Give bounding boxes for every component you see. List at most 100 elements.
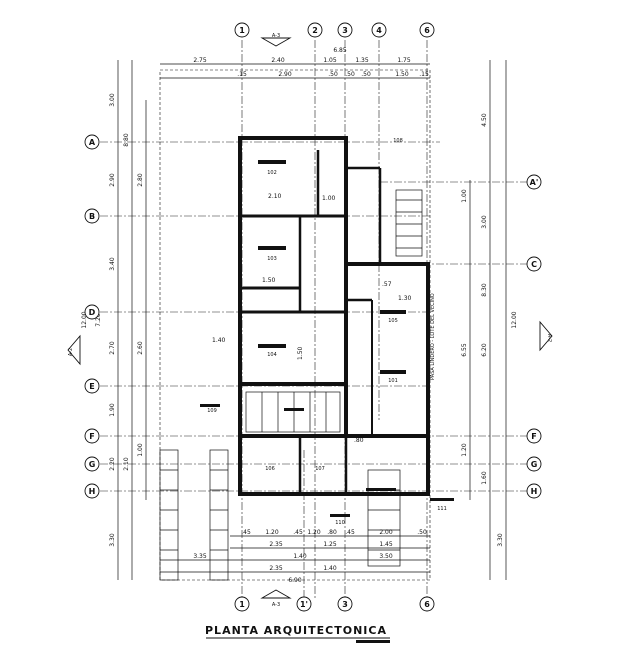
- axis-label: 6: [424, 26, 430, 35]
- svg-text:3.30: 3.30: [109, 533, 116, 547]
- axis-label: G: [531, 460, 538, 469]
- bottom-dimensions: .45 1.20 .45 1.20 .80 .45 2.00 .50 2.35 …: [160, 529, 430, 584]
- svg-text:8.30: 8.30: [481, 283, 488, 297]
- interior-dimensions: 1.50 1.30 .57 1.40 1.50 2.10 1.00 .80: [212, 193, 412, 444]
- svg-text:1.05: 1.05: [323, 57, 337, 64]
- axis-label: 6: [424, 600, 430, 609]
- axis-label: C: [531, 260, 537, 269]
- svg-text:3.50: 3.50: [379, 553, 393, 560]
- svg-text:6.90: 6.90: [288, 577, 302, 584]
- section-mark-label: A-2: [546, 334, 552, 342]
- axis-label: A: [89, 138, 96, 147]
- svg-text:.45: .45: [241, 529, 251, 536]
- top-axis-bubbles: 1 2 3 4 6: [234, 22, 435, 38]
- section-mark-label: A-3: [272, 33, 280, 39]
- svg-text:1.40: 1.40: [323, 565, 337, 572]
- svg-text:2.35: 2.35: [269, 541, 283, 548]
- room-label: 103: [267, 256, 277, 262]
- wall-note: PASA LINDERO - LOTE DEL VECINO: [430, 293, 436, 380]
- svg-text:1.00: 1.00: [461, 189, 468, 203]
- svg-text:2.90: 2.90: [278, 71, 292, 78]
- svg-text:1.00: 1.00: [137, 443, 144, 457]
- svg-text:.80: .80: [354, 437, 364, 444]
- svg-text:2.10: 2.10: [268, 193, 282, 200]
- svg-text:3.30: 3.30: [497, 533, 504, 547]
- room-label: 105: [388, 318, 398, 324]
- svg-text:1.20: 1.20: [307, 529, 321, 536]
- svg-text:1.50: 1.50: [297, 346, 304, 360]
- axis-label: A': [530, 178, 539, 187]
- section-mark-label: A-2: [68, 348, 74, 356]
- stair-hatching: [245, 189, 423, 433]
- room-label: 106: [265, 466, 275, 472]
- room-label: 110: [335, 520, 345, 526]
- svg-text:6.55: 6.55: [461, 343, 468, 357]
- svg-text:2.00: 2.00: [379, 529, 393, 536]
- svg-text:.50: .50: [345, 71, 355, 78]
- svg-text:.80: .80: [327, 529, 337, 536]
- axis-label: F: [531, 432, 536, 441]
- svg-text:.50: .50: [328, 71, 338, 78]
- svg-text:.45: .45: [293, 529, 303, 536]
- axis-label: 1: [239, 26, 245, 35]
- room-label: 102: [267, 170, 277, 176]
- dim-overall-top: 6.85: [333, 47, 347, 54]
- svg-text:3.40: 3.40: [109, 257, 116, 271]
- svg-text:6.20: 6.20: [481, 343, 488, 357]
- svg-text:1.50: 1.50: [395, 71, 409, 78]
- left-axis-bubbles: A B D E F G H: [84, 134, 100, 499]
- axis-label: 1: [239, 600, 245, 609]
- svg-text:1.60: 1.60: [481, 471, 488, 485]
- section-mark-label: A-3: [272, 602, 280, 608]
- room-labels: 102 103 104 105 106 107 108 109 110 111 …: [207, 138, 447, 526]
- svg-text:12.00: 12.00: [81, 311, 88, 328]
- svg-text:3.00: 3.00: [109, 93, 116, 107]
- svg-text:.50: .50: [361, 71, 371, 78]
- drawing-title: PLANTA ARQUITECTONICA: [205, 624, 387, 637]
- axis-label: 3: [342, 600, 348, 609]
- svg-text:1.25: 1.25: [323, 541, 337, 548]
- svg-text:1.00: 1.00: [322, 195, 336, 202]
- svg-text:.15: .15: [419, 71, 429, 78]
- axis-label: E: [89, 382, 94, 391]
- room-label: 111: [437, 506, 447, 512]
- svg-text:2.20: 2.20: [109, 457, 116, 471]
- svg-text:8.80: 8.80: [123, 133, 130, 147]
- top-dimensions: 6.85 2.75 2.40 1.05 1.35 1.75 .15 2.90 .…: [160, 47, 430, 79]
- svg-text:1.75: 1.75: [397, 57, 411, 64]
- svg-text:1.30: 1.30: [398, 295, 412, 302]
- axis-label: 4: [376, 26, 382, 35]
- axis-label: H: [89, 487, 96, 496]
- svg-text:2.60: 2.60: [137, 341, 144, 355]
- svg-text:2.40: 2.40: [271, 57, 285, 64]
- svg-text:1.90: 1.90: [109, 403, 116, 417]
- axis-label: D: [89, 308, 96, 317]
- axis-label: G: [89, 460, 96, 469]
- room-label: 109: [207, 408, 217, 414]
- lot-boundary: [159, 69, 431, 581]
- svg-text:3.00: 3.00: [481, 215, 488, 229]
- svg-text:2.75: 2.75: [193, 57, 207, 64]
- axis-label: F: [89, 432, 94, 441]
- room-label: 104: [267, 352, 277, 358]
- right-axis-bubbles: A' C F G H: [526, 174, 542, 499]
- svg-text:7.20: 7.20: [95, 313, 102, 327]
- room-tag-bars: [200, 160, 454, 517]
- axis-label: B: [89, 212, 95, 221]
- svg-text:1.40: 1.40: [293, 553, 307, 560]
- svg-text:2.90: 2.90: [109, 173, 116, 187]
- axis-label: H: [531, 487, 538, 496]
- svg-text:12.00: 12.00: [511, 311, 518, 328]
- svg-text:1.20: 1.20: [461, 443, 468, 457]
- svg-text:2.10: 2.10: [123, 457, 130, 471]
- svg-text:1.40: 1.40: [212, 337, 226, 344]
- paving-strips: [159, 449, 401, 581]
- room-label: 101: [388, 378, 398, 384]
- svg-text:1.45: 1.45: [379, 541, 393, 548]
- svg-text:1.20: 1.20: [265, 529, 279, 536]
- svg-text:.15: .15: [237, 71, 247, 78]
- svg-text:4.50: 4.50: [481, 113, 488, 127]
- axis-label: 2: [312, 26, 318, 35]
- exterior-walls: [238, 136, 430, 496]
